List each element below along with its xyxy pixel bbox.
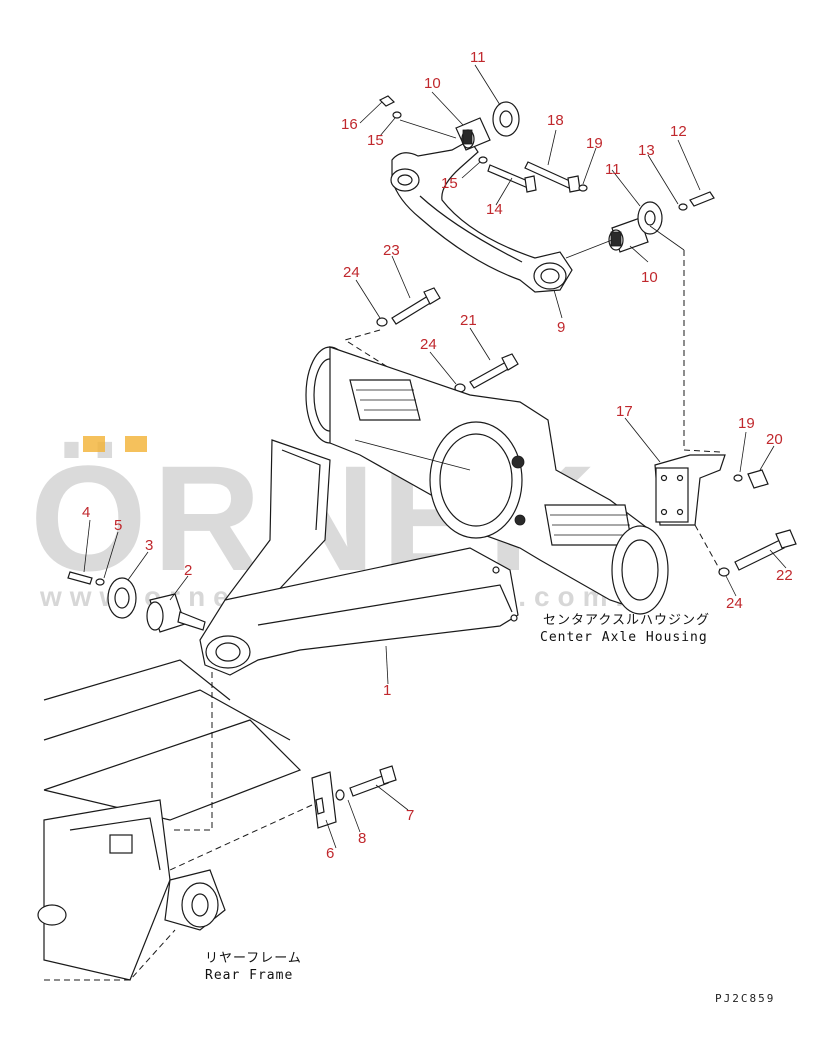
callout-4: 4 <box>82 504 90 521</box>
rear-frame-arm <box>67 439 519 831</box>
rear-frame-label-jp: リヤーフレーム <box>205 951 302 966</box>
bracket-assembly <box>654 454 797 577</box>
callout-24: 24 <box>420 336 437 353</box>
callout-24: 24 <box>726 595 743 612</box>
callout-11: 11 <box>605 161 621 178</box>
center-axle-housing-label-jp: センタアクスルハウジング <box>543 613 710 628</box>
callout-2: 2 <box>184 562 192 579</box>
callout-18: 18 <box>547 112 564 129</box>
watermark-umlaut-left <box>83 436 105 452</box>
leader-lines <box>83 64 787 849</box>
callout-13: 13 <box>638 142 655 159</box>
center-axle-housing <box>305 346 669 615</box>
callout-23: 23 <box>383 242 400 259</box>
callout-9: 9 <box>557 319 565 336</box>
callout-12: 12 <box>670 123 687 140</box>
callout-7: 7 <box>406 807 414 824</box>
callout-numbers: 11 10 16 15 15 14 18 19 11 13 12 10 9 23… <box>82 49 793 862</box>
center-axle-housing-label-en: Center Axle Housing <box>540 630 708 645</box>
rear-frame-label-en: Rear Frame <box>205 968 293 983</box>
callout-6: 6 <box>326 845 334 862</box>
callout-19: 19 <box>586 135 603 152</box>
watermark-umlaut-right <box>125 436 147 452</box>
callout-3: 3 <box>145 537 153 554</box>
callout-24: 24 <box>343 264 360 281</box>
callout-16: 16 <box>341 116 358 133</box>
callout-22: 22 <box>776 567 793 584</box>
callout-14: 14 <box>486 201 503 218</box>
callout-19: 19 <box>738 415 755 432</box>
component-labels: センタアクスルハウジング Center Axle Housing リヤーフレーム… <box>205 613 775 1005</box>
upper-link-assembly <box>378 95 715 293</box>
callout-11: 11 <box>470 49 486 66</box>
callout-10: 10 <box>424 75 441 92</box>
callout-15: 15 <box>441 175 458 192</box>
callout-1: 1 <box>383 682 391 699</box>
callout-17: 17 <box>616 403 633 420</box>
callout-20: 20 <box>766 431 783 448</box>
callout-8: 8 <box>358 830 366 847</box>
drawing-code: PJ2C859 <box>715 992 775 1005</box>
callout-10: 10 <box>641 269 658 286</box>
callout-15: 15 <box>367 132 384 149</box>
rear-frame <box>37 659 397 981</box>
callout-21: 21 <box>460 312 477 329</box>
callout-5: 5 <box>114 517 122 534</box>
